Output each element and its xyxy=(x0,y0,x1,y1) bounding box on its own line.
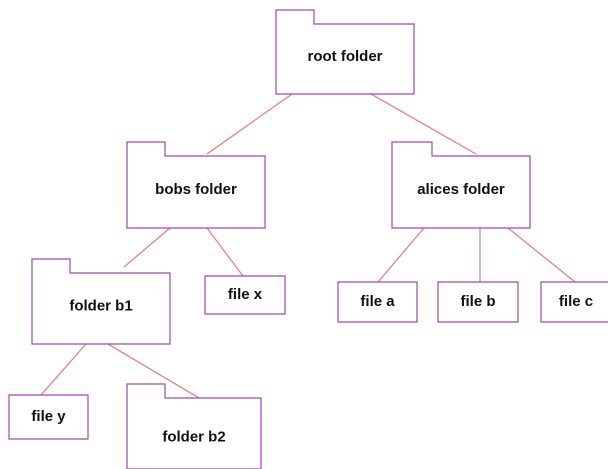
folder-icon xyxy=(391,141,531,229)
edge-bobs-b1 xyxy=(123,227,171,268)
edge-root-alices xyxy=(370,93,477,155)
edge-b1-filey xyxy=(40,343,87,396)
file-box xyxy=(437,281,519,323)
file-node-filea: file a xyxy=(337,281,418,323)
file-node-filex: file x xyxy=(204,275,286,315)
folder-node-root: root folder xyxy=(275,9,415,95)
node-label-filey: file y xyxy=(31,408,66,425)
folder-node-b1: folder b1 xyxy=(31,258,171,345)
node-label-filec: file c xyxy=(559,293,593,310)
folder-icon xyxy=(275,9,415,95)
edge-root-bobs xyxy=(206,93,293,155)
file-box xyxy=(337,281,418,323)
edge-b1-b2 xyxy=(107,343,200,399)
node-label-filea: file a xyxy=(360,293,395,310)
edge-alices-filea xyxy=(377,227,425,283)
file-box xyxy=(204,275,286,315)
folder-icon xyxy=(126,383,262,469)
node-label-bobs: bobs folder xyxy=(155,181,237,198)
node-label-root: root folder xyxy=(308,48,383,65)
file-node-filec: file c xyxy=(540,281,608,323)
folder-node-bobs: bobs folder xyxy=(126,141,266,229)
node-label-fileb: file b xyxy=(460,293,495,310)
file-box xyxy=(8,394,89,440)
edge-bobs-filex xyxy=(206,227,244,277)
folder-node-alices: alices folder xyxy=(391,141,531,229)
edge-alices-filec xyxy=(507,227,576,283)
file-box xyxy=(540,281,608,323)
file-node-filey: file y xyxy=(8,394,89,440)
folder-icon xyxy=(31,258,171,345)
file-node-fileb: file b xyxy=(437,281,519,323)
node-label-filex: file x xyxy=(228,286,263,303)
node-label-b2: folder b2 xyxy=(162,429,225,446)
node-label-b1: folder b1 xyxy=(69,298,132,315)
folder-node-b2: folder b2 xyxy=(126,383,262,469)
node-label-alices: alices folder xyxy=(417,181,505,198)
folder-icon xyxy=(126,141,266,229)
